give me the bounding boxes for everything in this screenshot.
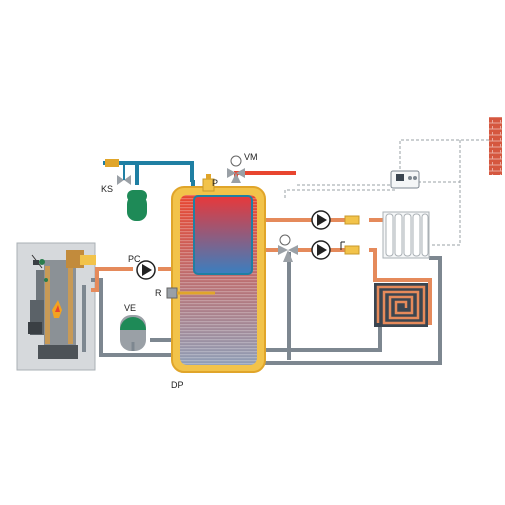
- label-pc: PC: [128, 254, 141, 264]
- label-dp: DP: [171, 380, 184, 390]
- expansion-vessel-ks-icon: [127, 190, 147, 221]
- label-ve: VE: [124, 303, 136, 313]
- control-wiring: [284, 139, 489, 246]
- safety-valve-icon: [105, 159, 131, 185]
- electric-heater-icon: [166, 287, 215, 299]
- expansion-vessel-ve-icon: [120, 315, 146, 351]
- mixing-valve-vm-icon: [227, 155, 245, 183]
- gauge-icon: [340, 215, 360, 255]
- pump-radiator-icon: [311, 210, 331, 230]
- underfloor-coil-icon: [374, 283, 428, 327]
- radiator-icon: [382, 211, 430, 259]
- thermostat-icon: [390, 170, 420, 189]
- chimney-icon: [489, 117, 502, 175]
- label-vm: VM: [244, 152, 258, 162]
- mixing-valve-icon: [278, 234, 298, 262]
- label-r: R: [155, 288, 162, 298]
- pump-floor-icon: [311, 240, 331, 260]
- valve-p-icon: [202, 174, 215, 192]
- pump-pc-icon: [136, 260, 156, 280]
- label-ks: KS: [101, 184, 113, 194]
- storage-tank-icon: [171, 186, 266, 373]
- label-p: P: [212, 178, 218, 188]
